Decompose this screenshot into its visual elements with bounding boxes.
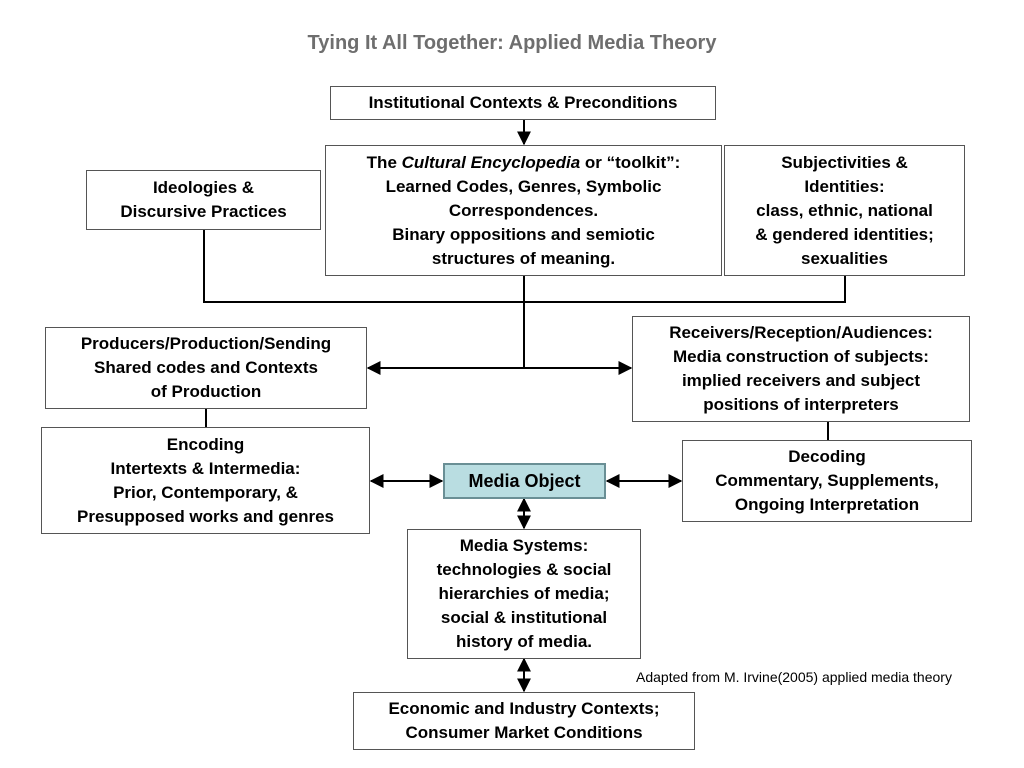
box-line: Economic and Industry Contexts; (388, 699, 660, 718)
box-line: structures of meaning. (431, 248, 616, 268)
ideologies-box: Ideologies & Discursive Practices (86, 170, 321, 230)
subjectivities-box: Subjectivities & Identities: class, ethn… (724, 145, 965, 276)
media-object-box: Media Object (443, 463, 606, 499)
box-line: Media construction of subjects: (673, 347, 929, 366)
heading-trail: or “toolkit”: (584, 152, 681, 172)
institutional-contexts-box: Institutional Contexts & Preconditions (330, 86, 716, 120)
box-line: Media Object (468, 471, 581, 491)
producers-box: Producers/Production/Sending Shared code… (45, 327, 367, 409)
source-credit: Adapted from M. Irvine(2005) applied med… (636, 669, 952, 685)
box-line: Ideologies & (152, 178, 255, 197)
box-line: Media Systems: (459, 536, 589, 555)
box-line: social & institutional (440, 608, 608, 627)
box-line: Intertexts & Intermedia: (110, 458, 301, 478)
heading-italic: Cultural Encyclopedia (401, 152, 581, 172)
box-line: Receivers/Reception/Audiences: (669, 323, 933, 342)
box-line: technologies & social (436, 560, 612, 579)
decoding-box: Decoding Commentary, Supplements, Ongoin… (682, 440, 972, 522)
box-line: Discursive Practices (120, 202, 287, 221)
box-line: Identities: (804, 176, 885, 196)
box-line: history of media. (455, 632, 593, 651)
box-line: Learned Codes, Genres, Symbolic (385, 176, 662, 196)
box-line: Subjectivities & (781, 152, 908, 172)
diagram-title: Tying It All Together: Applied Media The… (307, 32, 717, 54)
heading-lead: The (366, 152, 397, 172)
box-line: Institutional Contexts & Preconditions (368, 93, 678, 112)
encoding-box: Encoding Intertexts & Intermedia: Prior,… (41, 427, 370, 534)
box-line: sexualities (801, 248, 888, 268)
box-line: Commentary, Supplements, (715, 471, 939, 490)
box-line: of Production (150, 382, 262, 401)
box-line: Producers/Production/Sending (80, 334, 332, 353)
economic-contexts-box: Economic and Industry Contexts; Consumer… (353, 692, 695, 750)
box-line: Prior, Contemporary, & (113, 482, 298, 502)
box-line: Correspondences. (448, 200, 599, 220)
box-line: Consumer Market Conditions (405, 723, 643, 742)
box-line: Binary oppositions and semiotic (392, 224, 655, 244)
receivers-box: Receivers/Reception/Audiences: Media con… (632, 316, 970, 422)
box-line: Decoding (788, 447, 866, 466)
box-line: class, ethnic, national (756, 200, 933, 220)
box-line: & gendered identities; (755, 224, 934, 244)
box-line: Ongoing Interpretation (734, 495, 920, 514)
box-line: hierarchies of media; (438, 584, 610, 603)
box-line-heading: The Cultural Encyclopedia or “toolkit”: (367, 151, 681, 175)
box-line: implied receivers and subject (681, 371, 921, 390)
box-line: Shared codes and Contexts (94, 358, 318, 377)
box-line: Encoding (166, 434, 245, 454)
box-line: Presupposed works and genres (77, 506, 334, 526)
media-systems-box: Media Systems: technologies & social hie… (407, 529, 641, 659)
cultural-encyclopedia-box: The Cultural Encyclopedia or “toolkit”: … (325, 145, 722, 276)
box-line: positions of interpreters (703, 395, 899, 414)
